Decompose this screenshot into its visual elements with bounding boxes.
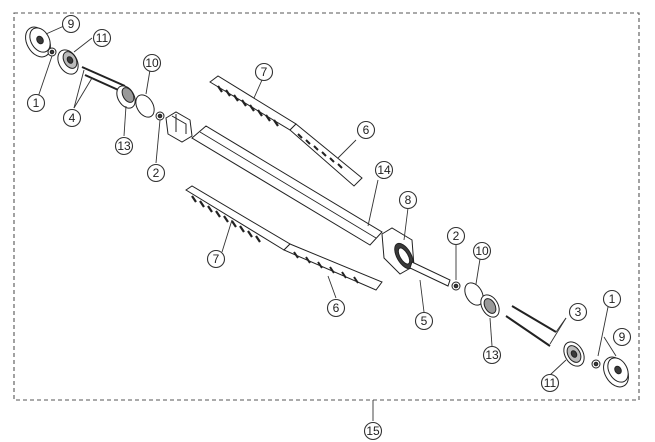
- svg-text:13: 13: [117, 139, 131, 153]
- callout-4: 4: [62, 108, 82, 128]
- ring-left: [135, 94, 155, 118]
- ring-right: [464, 282, 484, 306]
- callout-10-left: 10: [142, 53, 162, 73]
- svg-text:7: 7: [261, 65, 268, 79]
- callout-6-upper: 6: [356, 120, 376, 140]
- callout-13-left: 13: [114, 136, 134, 156]
- svg-text:1: 1: [33, 96, 40, 110]
- svg-text:3: 3: [575, 305, 582, 319]
- callout-11-right: 11: [540, 373, 560, 393]
- svg-text:8: 8: [405, 193, 412, 207]
- svg-text:15: 15: [366, 424, 380, 438]
- nut-right: [591, 359, 601, 369]
- svg-text:5: 5: [421, 314, 428, 328]
- hub-left: [116, 85, 136, 109]
- callout-14: 14: [374, 160, 394, 180]
- svg-text:6: 6: [333, 301, 340, 315]
- blade-strip-upper: [289, 123, 363, 187]
- callout-10-right: 10: [472, 241, 492, 261]
- callout-9-left: 9: [61, 14, 81, 34]
- svg-text:7: 7: [213, 252, 220, 266]
- brush-roll-tube: [191, 125, 383, 246]
- bristle-strip-upper: [209, 75, 297, 131]
- bearing-cap-left: [57, 49, 79, 75]
- svg-text:4: 4: [69, 111, 76, 125]
- callout-11-left: 11: [92, 28, 112, 48]
- callout-1-right: 1: [602, 289, 622, 309]
- svg-text:2: 2: [453, 229, 460, 243]
- callout-7-upper: 7: [254, 62, 274, 82]
- end-cap-left: [25, 26, 51, 58]
- svg-text:9: 9: [619, 330, 626, 344]
- svg-text:6: 6: [363, 123, 370, 137]
- callout-15: 15: [363, 421, 383, 441]
- assembly-frame: [13, 12, 640, 401]
- callout-13-right: 13: [482, 345, 502, 365]
- washer-left: [155, 111, 165, 121]
- shaft-right: [409, 261, 451, 287]
- svg-text:10: 10: [475, 244, 489, 258]
- callout-8: 8: [398, 190, 418, 210]
- svg-text:14: 14: [377, 163, 391, 177]
- callout-7-lower: 7: [206, 249, 226, 269]
- callout-2-right: 2: [446, 226, 466, 246]
- nut-left: [47, 47, 57, 57]
- svg-text:2: 2: [153, 166, 160, 180]
- pins-right: [505, 305, 557, 347]
- svg-text:1: 1: [609, 292, 616, 306]
- callout-5: 5: [414, 311, 434, 331]
- blade-strip-lower: [283, 243, 383, 291]
- callout-3: 3: [568, 302, 588, 322]
- svg-text:11: 11: [544, 376, 557, 390]
- drive-coupling-left: [165, 111, 193, 143]
- svg-text:11: 11: [96, 31, 109, 45]
- end-cap-right: [603, 356, 629, 388]
- bearing-cap-right: [563, 341, 585, 367]
- washer-right: [451, 281, 461, 291]
- bristle-strip-lower: [185, 185, 291, 251]
- callout-6-lower: 6: [326, 298, 346, 318]
- callout-1-left: 1: [26, 93, 46, 113]
- callout-9-right: 9: [612, 327, 632, 347]
- svg-text:9: 9: [68, 17, 75, 31]
- svg-text:13: 13: [485, 348, 499, 362]
- svg-text:10: 10: [145, 56, 159, 70]
- callout-2-left: 2: [146, 163, 166, 183]
- hub-right: [480, 294, 500, 318]
